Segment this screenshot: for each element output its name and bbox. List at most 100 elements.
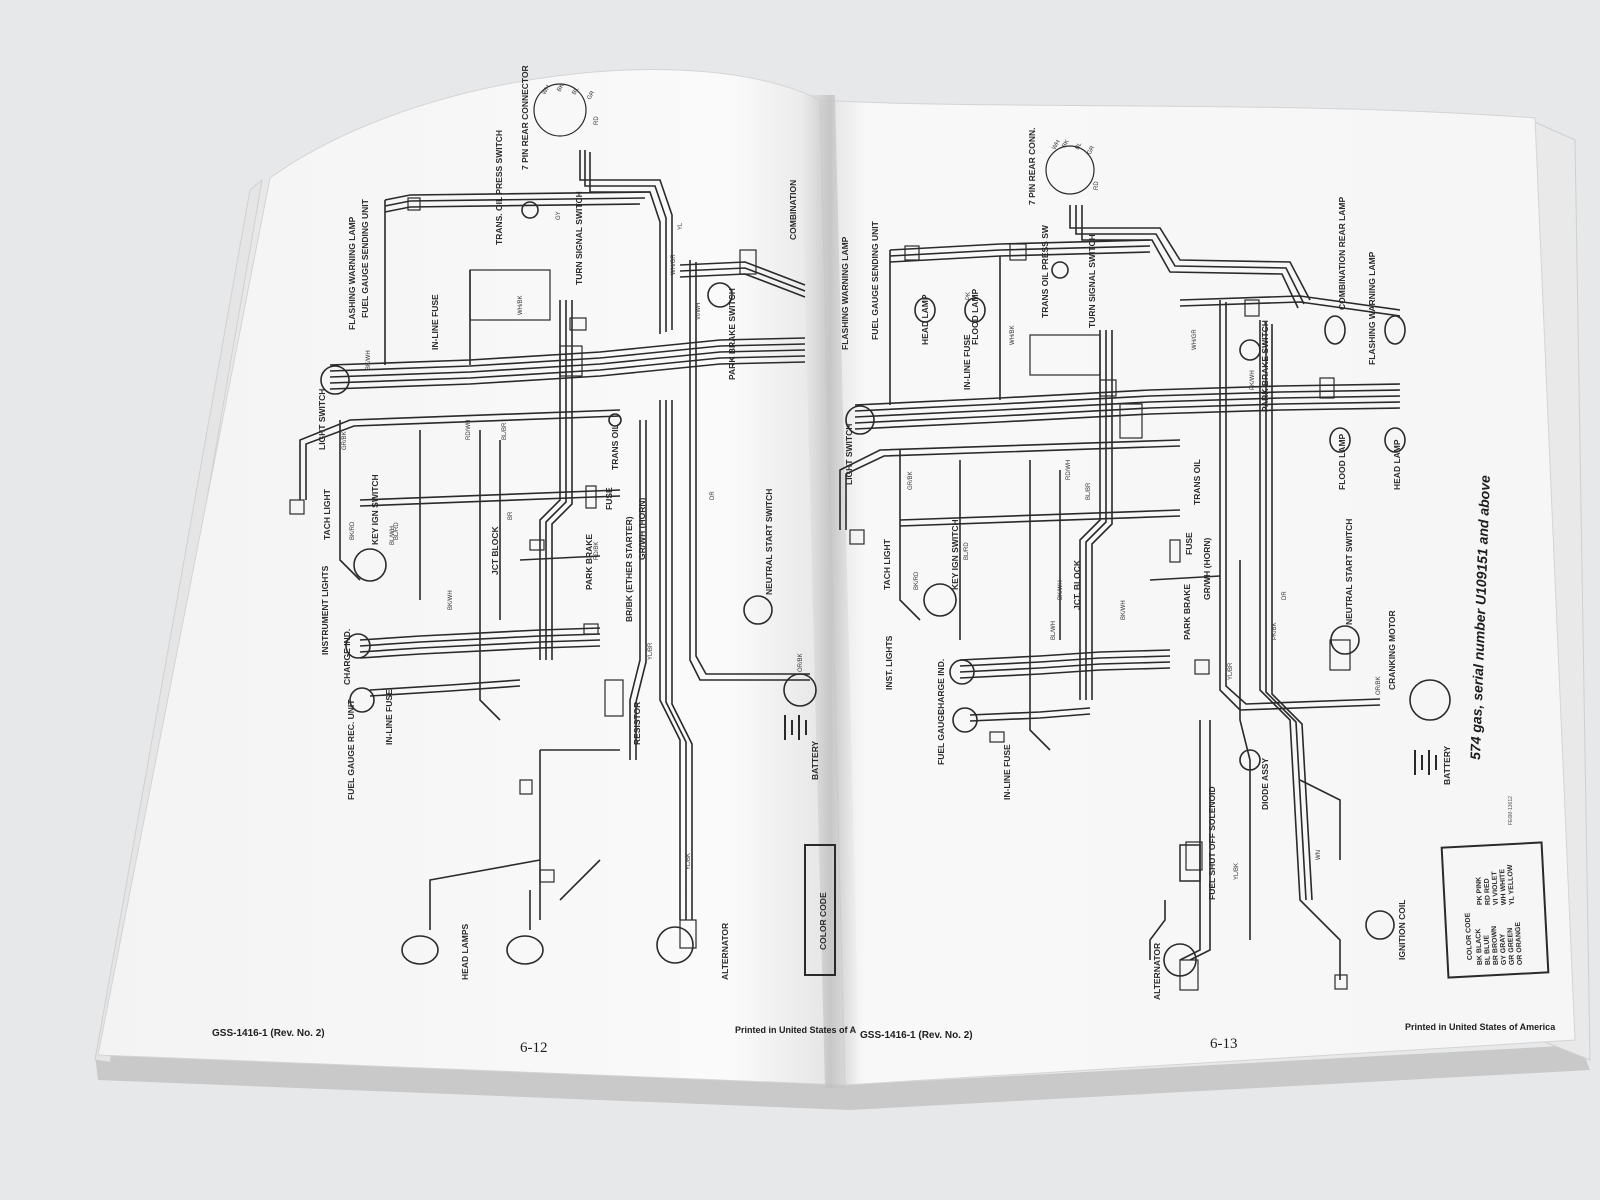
right-wire-code: RD/WH (1066, 460, 1072, 480)
right-harness-lower (839, 439, 1341, 960)
left-label-instrument-lights: INSTRUMENT LIGHTS (320, 565, 330, 655)
left-label-key-ign: KEY IGN SWITCH (370, 474, 380, 545)
right-head-lamp-top (914, 297, 936, 323)
left-wire-code: GY (556, 211, 562, 220)
right-wire-code: BL (1075, 141, 1084, 151)
right-label-flood-lamp-top: FLOOD LAMP (970, 288, 980, 345)
right-combination-lamp (1324, 315, 1346, 345)
left-head-lamp-1 (401, 935, 439, 965)
left-label-trans-oil: TRANS OIL (610, 424, 620, 470)
color-code-entry: WH WHITE (1499, 868, 1508, 905)
left-battery-symbol (784, 715, 807, 740)
right-wire-code: GR/BK (908, 471, 914, 490)
right-wire-code: WN (1316, 850, 1322, 860)
right-label-park-brake: PARK BRAKE (1182, 584, 1192, 640)
left-wire-code: RD/WH (466, 420, 472, 440)
left-wire-code: WH (542, 84, 552, 96)
right-label-fuel-gauge: FUEL GAUGE (936, 709, 946, 765)
right-page (819, 99, 1576, 1086)
right-label-inst-lights: INST. LIGHTS (884, 635, 894, 690)
left-label-ether: BR/BK (ETHER STARTER) (624, 516, 634, 622)
book-gutter (800, 95, 860, 1088)
right-ignition-coil-symbol (1365, 910, 1395, 940)
left-label-horn: GR/WH (HORN) (637, 498, 647, 560)
right-flashing-lamp-2 (1384, 315, 1406, 345)
left-doc-code: GSS-1416-1 (Rev. No. 2) (212, 1028, 325, 1039)
right-charge-ind-symbol (949, 659, 975, 685)
left-wire-code: GR (587, 90, 597, 101)
left-wire-code: YL/BK (686, 853, 692, 870)
color-code-entry: GR GREEN (1507, 928, 1516, 966)
right-key-switch-symbol (923, 583, 957, 617)
right-alternator-symbol (1163, 943, 1197, 977)
color-code-entry: BR BROWN (1491, 926, 1500, 966)
right-label-inline-fuse-top: IN-LINE FUSE (962, 334, 972, 390)
right-label-key-ign: KEY IGN SWITCH (950, 519, 960, 590)
right-label-ignition-coil: IGNITION COIL (1397, 900, 1407, 960)
right-wire-code: DR (1282, 591, 1288, 600)
left-components (320, 83, 836, 976)
left-wire-code: BL/RD (394, 522, 400, 540)
right-label-diode-assy: DIODE ASSY (1260, 758, 1270, 810)
right-wire-code: BK/WH (1058, 580, 1064, 600)
left-label-flashing-lamp: FLASHING WARNING LAMP (347, 216, 357, 330)
left-rear-connector-plug (533, 83, 587, 137)
right-label-inline-fuse: IN-LINE FUSE (1002, 744, 1012, 800)
left-wire-code: YL/BR (648, 642, 654, 660)
right-label-park-brake-switch: PARK BRAKE SWITCH (1260, 320, 1270, 412)
right-wire-code: BK/WH (1121, 600, 1127, 620)
right-figure-code: FE6M-13612 (1508, 796, 1514, 825)
left-label-color-code: COLOR CODE (818, 892, 828, 950)
left-light-switch-symbol (320, 365, 350, 395)
right-harness-vertical (889, 250, 1381, 980)
left-wire-code: BR (508, 511, 514, 520)
right-wire-code: BL/BR (1086, 482, 1092, 500)
right-rear-connector-plug (1045, 145, 1095, 195)
left-wire-code: BK/WH (366, 350, 372, 370)
right-light-switch-symbol (845, 405, 875, 435)
right-label-jct-block: JCT. BLOCK (1072, 559, 1082, 610)
right-label-flashing-lamp: FLASHING WARNING LAMP (840, 236, 850, 350)
left-fuel-gauge-symbol (349, 687, 375, 713)
right-fuel-solenoid-symbol (1179, 844, 1201, 882)
right-label-head-lamp: HEAD LAMP (1392, 439, 1402, 490)
left-label-trans-oil-switch: TRANS. OIL PRESS SWITCH (494, 130, 504, 245)
right-label-fuel-sending: FUEL GAUGE SENDING UNIT (870, 220, 880, 340)
right-label-trans-oil-switch: TRANS OIL PRESS SW (1040, 224, 1050, 318)
left-label-battery: BATTERY (810, 740, 820, 780)
left-harness-vertical (384, 200, 810, 920)
left-key-switch-symbol (353, 548, 387, 582)
left-charge-ind-symbol (345, 633, 371, 659)
left-label-resistor: RESISTOR (632, 702, 642, 745)
left-color-code-box (804, 844, 836, 976)
right-printed-line: Printed in United States of America (1405, 1022, 1556, 1032)
right-label-battery: BATTERY (1442, 745, 1452, 785)
right-cranking-motor-symbol (1409, 679, 1451, 721)
right-wire-code: BL/WH (1051, 621, 1057, 640)
left-label-tach-light: TACH LIGHT (322, 488, 332, 540)
right-label-fuel-shutoff: FUEL SHUT OFF SOLENOID (1207, 786, 1217, 900)
right-wire-code: WH/GR (1192, 329, 1198, 350)
right-flood-lamp (1329, 427, 1351, 453)
left-wire-code: WH/BK (518, 295, 524, 315)
right-label-neutral-start: NEUTRAL START SWITCH (1344, 519, 1354, 625)
left-head-lamp-2 (506, 935, 544, 965)
right-head-lamp (1384, 427, 1406, 453)
left-page (97, 69, 846, 1086)
left-harness-main (329, 261, 806, 390)
left-wire-code: BL/BR (502, 422, 508, 440)
right-wire-code: GR (1087, 145, 1097, 156)
right-wire-code: BL/RD (964, 542, 970, 560)
left-wire-code: OR/BK (798, 653, 804, 672)
color-code-title: COLOR CODE (1465, 912, 1474, 960)
right-wire-code: WH (1052, 139, 1062, 151)
left-park-brake-switch-symbol (707, 282, 733, 308)
left-label-jct-block: JCT BLOCK (490, 526, 500, 576)
color-code-entry: YL YELLOW (1507, 864, 1516, 905)
left-label-park-brake-switch: PARK BRAKE SWITCH (727, 288, 737, 380)
left-label-turn-signal: TURN SIGNAL SWITCH (574, 191, 584, 285)
left-harness-top (384, 150, 673, 334)
right-label-cranking-motor: CRANKING MOTOR (1387, 610, 1397, 690)
right-fuel-gauge-symbol (952, 707, 978, 733)
left-wire-code: RD/BK (594, 542, 600, 560)
